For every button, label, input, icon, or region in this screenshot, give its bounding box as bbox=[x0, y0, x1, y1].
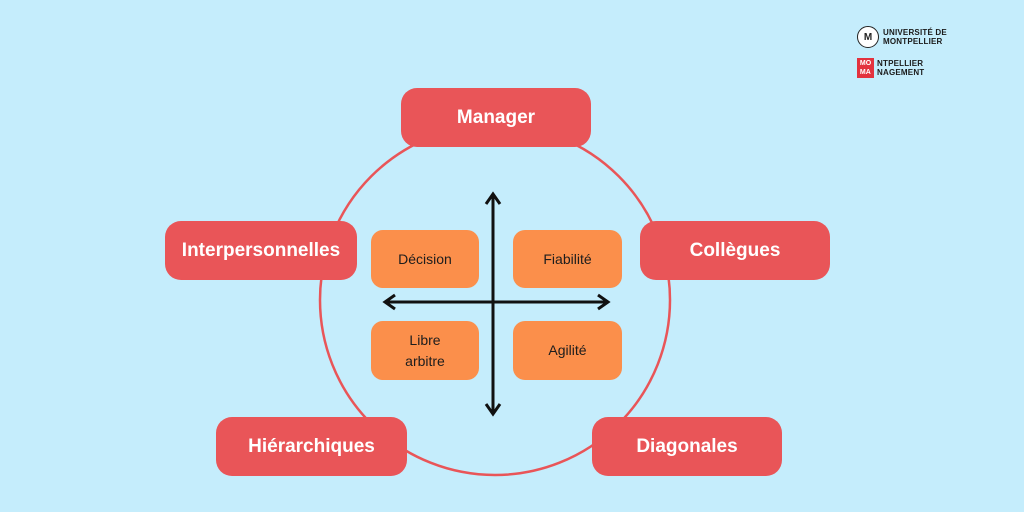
montpellier-management-logo: MO MA NTPELLIER NAGEMENT bbox=[857, 58, 924, 78]
quadrant-decision: Décision bbox=[371, 230, 479, 288]
node-interpersonnelles: Interpersonnelles bbox=[165, 221, 357, 280]
quadrant-libre-arbitre: Libre arbitre bbox=[371, 321, 479, 380]
node-hierarchiques: Hiérarchiques bbox=[216, 417, 407, 476]
node-diagonales: Diagonales bbox=[592, 417, 782, 476]
management-square-icon: MO MA bbox=[857, 58, 874, 78]
node-manager: Manager bbox=[401, 88, 591, 147]
node-collegues: Collègues bbox=[640, 221, 830, 280]
axis-arrow-down bbox=[484, 403, 502, 417]
universite-logo-text: UNIVERSITÉ DE MONTPELLIER bbox=[883, 28, 947, 46]
axis-arrow-left bbox=[382, 293, 396, 311]
axis-arrow-right bbox=[597, 293, 611, 311]
quadrant-agilite: Agilité bbox=[513, 321, 622, 380]
universite-montpellier-logo: M UNIVERSITÉ DE MONTPELLIER bbox=[857, 26, 947, 48]
quadrant-fiabilite: Fiabilité bbox=[513, 230, 622, 288]
universite-badge-icon: M bbox=[857, 26, 879, 48]
axis-arrow-up bbox=[484, 191, 502, 205]
management-logo-text: NTPELLIER NAGEMENT bbox=[877, 59, 925, 77]
